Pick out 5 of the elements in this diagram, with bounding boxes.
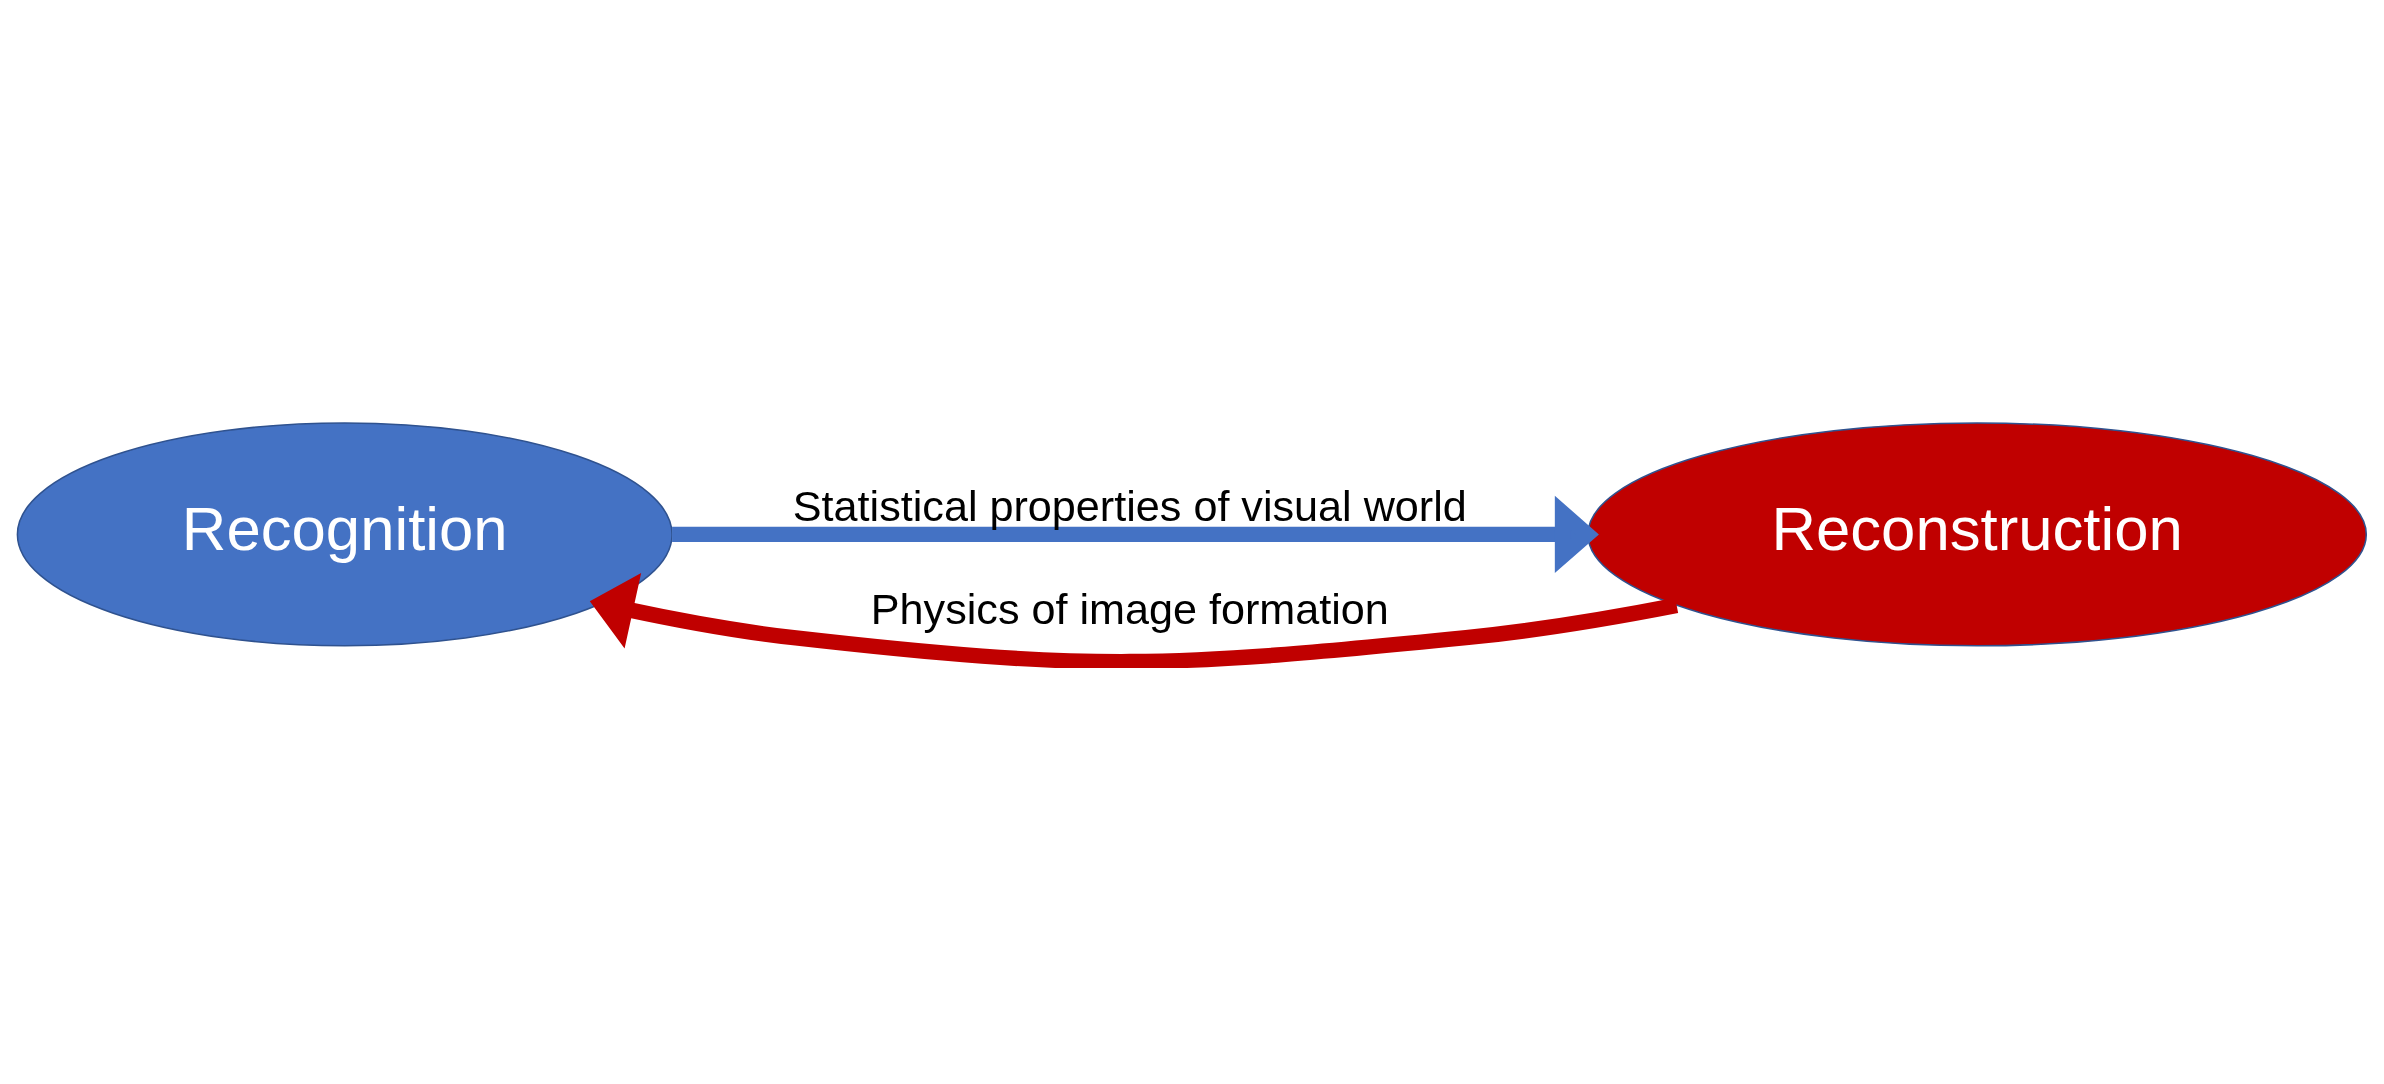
- node-ellipse: Reconstruction: [1587, 421, 2368, 647]
- arrow: [672, 495, 1599, 573]
- arrow: [589, 572, 1679, 668]
- edge-label: Physics of image formation: [870, 584, 1389, 633]
- edge-label: Statistical properties of visual world: [792, 481, 1467, 530]
